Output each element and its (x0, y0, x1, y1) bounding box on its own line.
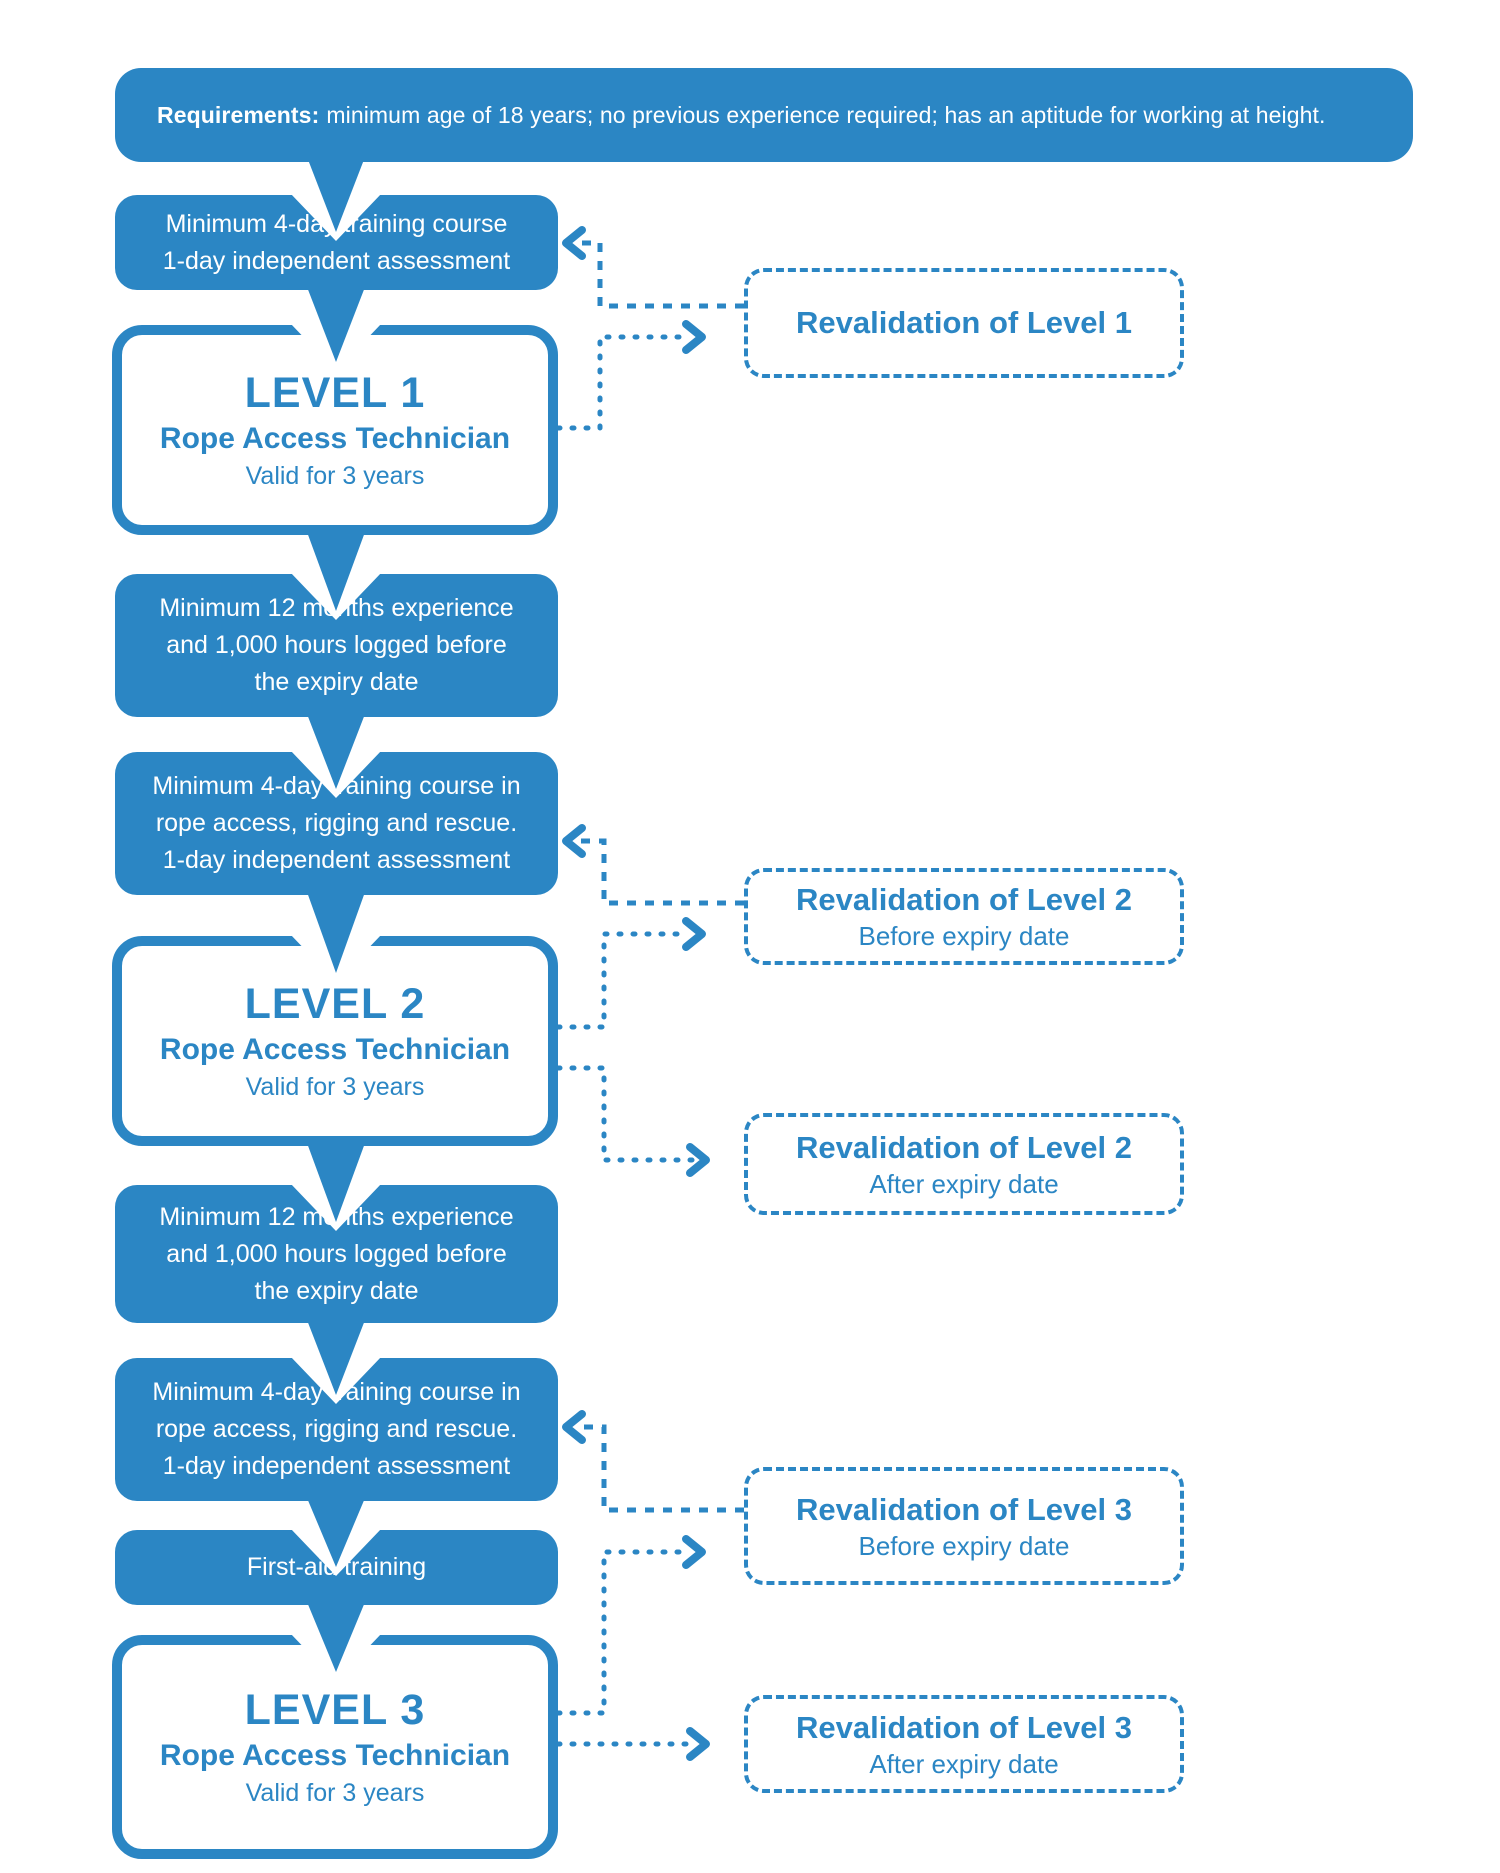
connector-line (555, 1065, 695, 1163)
revalidation-title: Revalidation of Level 3 (796, 1709, 1132, 1745)
arrow-right-icon (682, 320, 706, 354)
revalidation-level1-box: Revalidation of Level 1 (744, 268, 1184, 378)
step-text-line: 1-day independent assessment (162, 1452, 511, 1480)
revalidation-level2-after-box: Revalidation of Level 2 After expiry dat… (744, 1113, 1184, 1215)
connector-line (580, 240, 744, 309)
step-text-line: and 1,000 hours logged before (166, 1239, 507, 1268)
level3-validity: Valid for 3 years (245, 1779, 425, 1807)
level2-subtitle: Rope Access Technician (159, 1033, 511, 1066)
level1-subtitle: Rope Access Technician (159, 422, 511, 455)
step-text-line: rope access, rigging and rescue. (155, 809, 518, 837)
step-level2-training: Minimum 4-day training course in rope ac… (115, 752, 558, 895)
level1-title: LEVEL 1 (244, 369, 426, 417)
step-text-line: 1-day independent assessment (162, 846, 511, 874)
step-level2-experience: Minimum 12 months experience and 1,000 h… (115, 1185, 558, 1323)
revalidation-subtitle: Before expiry date (858, 921, 1070, 951)
connector-revalidation2-before-to-training2 (562, 824, 744, 906)
connector-line (580, 1424, 744, 1513)
level1-card: LEVEL 1 Rope Access Technician Valid for… (112, 325, 558, 535)
revalidation-level3-before-box: Revalidation of Level 3 Before expiry da… (744, 1467, 1184, 1585)
connector-line (580, 838, 744, 906)
level3-card: LEVEL 3 Rope Access Technician Valid for… (112, 1635, 558, 1859)
revalidation-level2-before-box: Revalidation of Level 2 Before expiry da… (744, 868, 1184, 965)
arrow-left-icon (562, 1410, 586, 1444)
step-text-line: 1-day independent assessment (162, 246, 511, 275)
revalidation-level3-after-box: Revalidation of Level 3 After expiry dat… (744, 1695, 1184, 1793)
connector-level1-to-revalidation1 (555, 320, 706, 431)
connector-level3-to-revalidation3-after (555, 1727, 710, 1761)
arrow-left-icon (562, 226, 586, 260)
connector-level2-to-revalidation2-after (555, 1065, 710, 1177)
arrow-right-icon (682, 1535, 706, 1569)
connector-revalidation3-before-to-training3 (562, 1410, 744, 1513)
step-text-line: Minimum 12 months experience (159, 594, 514, 622)
step-text-line: Minimum 4-day training course in (152, 1378, 521, 1406)
connector-level3-to-revalidation3-before (555, 1535, 706, 1716)
step-text-line: the expiry date (254, 1276, 419, 1305)
step-level3-training: Minimum 4-day training course in rope ac… (115, 1358, 558, 1501)
level3-title: LEVEL 3 (244, 1686, 426, 1734)
step-level1-experience: Minimum 12 months experience and 1,000 h… (115, 574, 558, 717)
step-text-line: and 1,000 hours logged before (166, 631, 507, 659)
level3-subtitle: Rope Access Technician (159, 1739, 511, 1772)
connector-line (555, 334, 691, 431)
requirements-text: minimum age of 18 years; no previous exp… (326, 101, 1326, 128)
connector-level2-to-revalidation2-before (555, 917, 706, 1030)
level2-validity: Valid for 3 years (245, 1073, 425, 1101)
arrow-left-icon (562, 824, 586, 858)
step-level1-training: Minimum 4-day training course 1-day inde… (115, 195, 558, 290)
connector-line (555, 931, 691, 1030)
connector-revalidation1-to-training1 (562, 226, 744, 309)
revalidation-subtitle: After expiry date (869, 1748, 1059, 1779)
requirements-banner: Requirements: minimum age of 18 years; n… (115, 68, 1413, 162)
revalidation-title: Revalidation of Level 2 (796, 882, 1132, 917)
step-first-aid-training: First-aid training (115, 1530, 558, 1605)
requirements-label: Requirements: (157, 101, 320, 128)
step-text-line: Minimum 4-day training course (165, 209, 508, 238)
step-text-line: the expiry date (254, 668, 419, 696)
revalidation-subtitle: After expiry date (869, 1168, 1059, 1199)
level1-validity: Valid for 3 years (245, 462, 425, 490)
step-text-line: Minimum 12 months experience (159, 1202, 514, 1231)
arrow-right-icon (686, 1727, 710, 1761)
revalidation-title: Revalidation of Level 3 (796, 1491, 1132, 1527)
revalidation-subtitle: Before expiry date (858, 1530, 1070, 1561)
revalidation-title: Revalidation of Level 1 (796, 305, 1132, 340)
arrow-right-icon (686, 1143, 710, 1177)
level2-title: LEVEL 2 (244, 980, 426, 1028)
step-text-line: rope access, rigging and rescue. (155, 1415, 518, 1443)
step-text-line: First-aid training (246, 1553, 427, 1581)
revalidation-title: Revalidation of Level 2 (796, 1129, 1132, 1165)
step-text-line: Minimum 4-day training course in (152, 772, 521, 800)
level2-card: LEVEL 2 Rope Access Technician Valid for… (112, 936, 558, 1146)
arrow-right-icon (682, 917, 706, 951)
connector-line (555, 1549, 691, 1716)
